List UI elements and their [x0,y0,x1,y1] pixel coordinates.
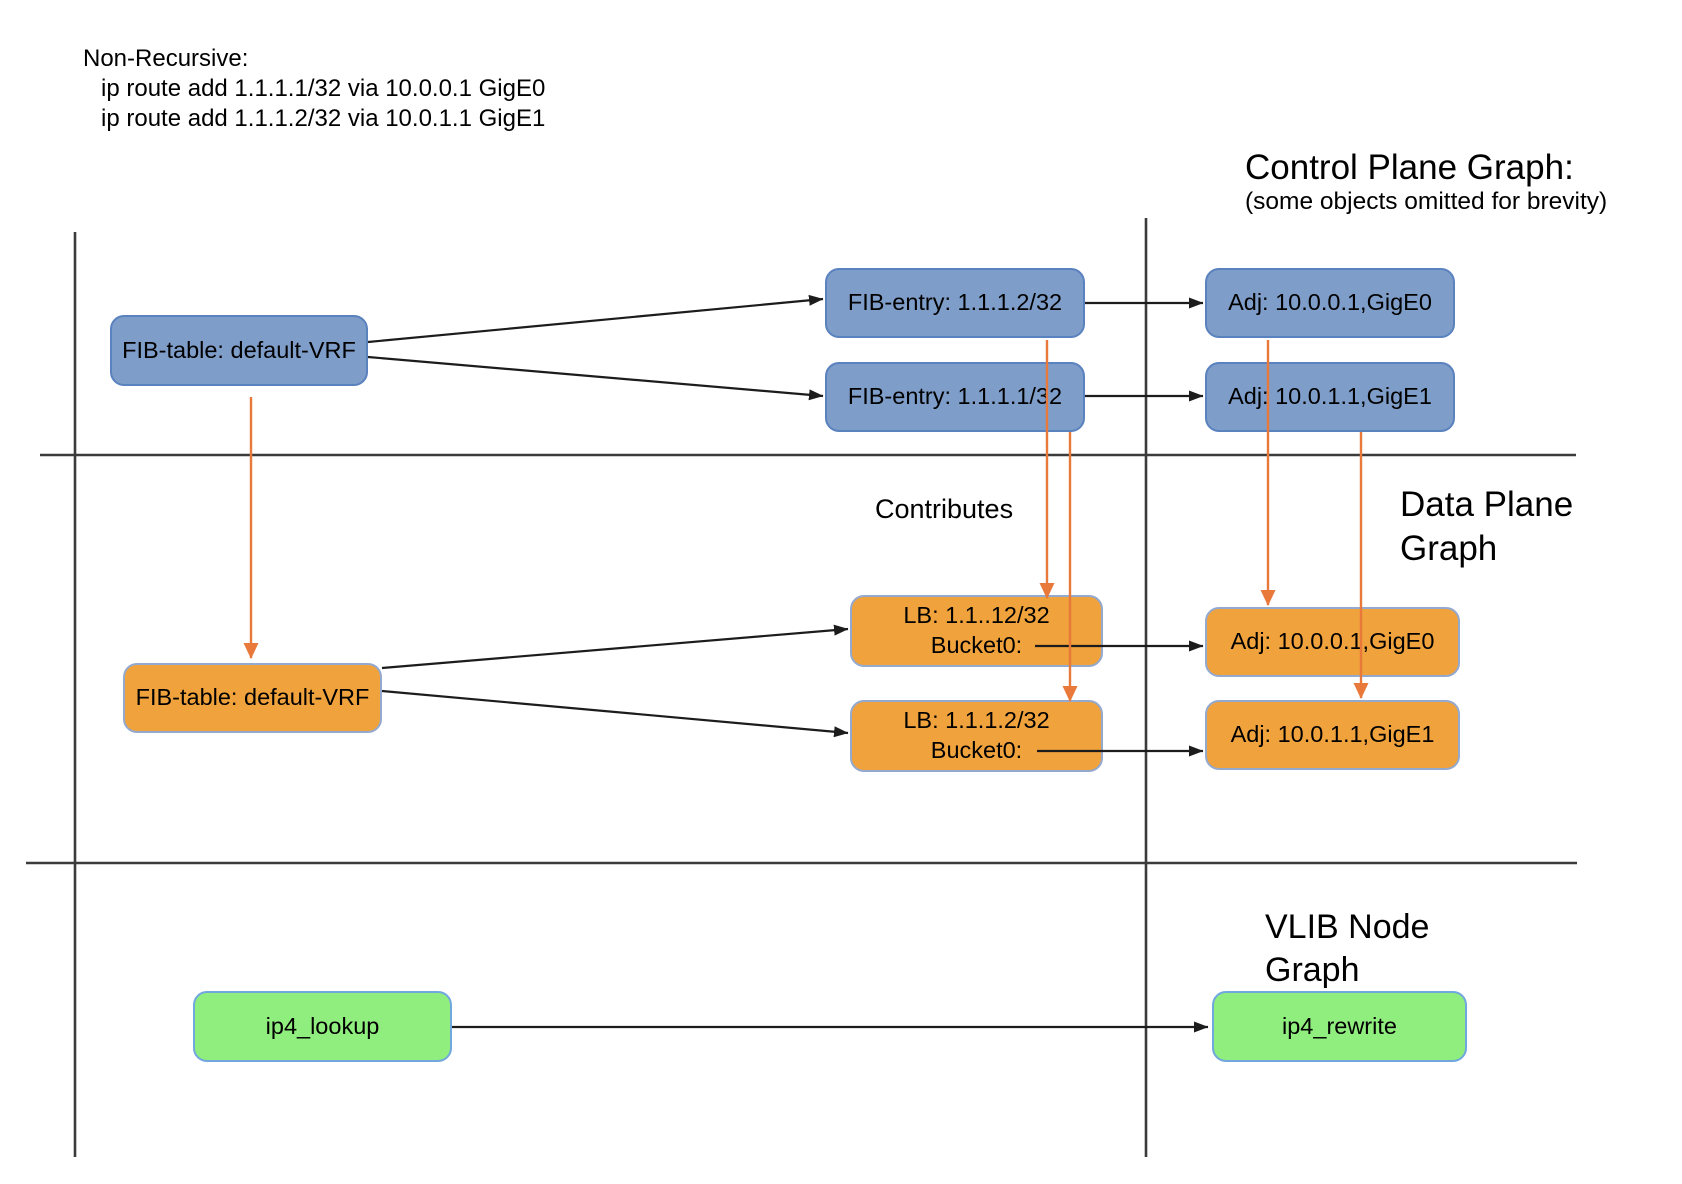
cp-adj-gige0-label: Adj: 10.0.0.1,GigE0 [1228,289,1432,316]
dp-lb-1-node: LB: 1.1..12/32 Bucket0: [850,595,1103,667]
control-plane-title: Control Plane Graph: [1245,148,1574,187]
dp-lb-1-line-1: LB: 1.1..12/32 [903,602,1050,629]
non-recursive-note: Non-Recursive: ip route add 1.1.1.1/32 v… [83,44,545,134]
vlib-ip4-rewrite-label: ip4_rewrite [1282,1012,1397,1039]
dp-adj-gige1-label: Adj: 10.0.1.1,GigE1 [1230,721,1435,748]
dp-adj-gige0-node: Adj: 10.0.0.1,GigE0 [1205,607,1460,677]
dp-lb-2-node: LB: 1.1.1.2/32 Bucket0: [850,700,1103,772]
vlib-title-line-2: Graph [1265,951,1360,989]
vlib-ip4-rewrite-node: ip4_rewrite [1212,991,1467,1062]
vlib-ip4-lookup-node: ip4_lookup [193,991,452,1062]
cp-fib-entry-2-node: FIB-entry: 1.1.1.2/32 [825,268,1085,338]
dp-lb-2-line-2: Bucket0: [930,737,1023,763]
cp-fib-entry-2-label: FIB-entry: 1.1.1.2/32 [847,289,1063,316]
data-plane-title-line-1: Data Plane [1400,485,1574,524]
cp-adj-gige1-node: Adj: 10.0.1.1,GigE1 [1205,362,1455,432]
data-plane-title-line-2: Graph [1400,529,1498,568]
control-plane-title-block: Control Plane Graph: (some objects omitt… [1245,148,1607,216]
arrow-cp-fibtable-to-fibentry2 [367,294,824,344]
arrow-dp-fibtable-to-lb2 [381,689,849,738]
vlib-ip4-lookup-label: ip4_lookup [265,1012,380,1039]
cp-fib-entry-1-label: FIB-entry: 1.1.1.1/32 [847,383,1063,410]
contributes-label: Contributes [875,494,1014,524]
cp-fib-entry-1-node: FIB-entry: 1.1.1.1/32 [825,362,1085,432]
data-plane-title-block: Data Plane Graph [1400,483,1573,571]
arrow-dp-fibtable-to-lb1 [381,624,849,670]
cp-fib-table-label: FIB-table: default-VRF [122,336,356,363]
route-command-2: ip route add 1.1.1.2/32 via 10.0.1.1 Gig… [101,105,546,132]
arrow-cp-fibtable-to-fibentry1 [367,355,824,401]
cp-fib-table-node: FIB-table: default-VRF [110,315,368,386]
dp-adj-gige1-node: Adj: 10.0.1.1,GigE1 [1205,700,1460,770]
cp-adj-gige1-label: Adj: 10.0.1.1,GigE1 [1228,383,1432,410]
dp-fib-table-node: FIB-table: default-VRF [123,663,382,733]
route-command-1: ip route add 1.1.1.1/32 via 10.0.0.1 Gig… [101,75,546,102]
note-title: Non-Recursive: [83,45,249,72]
dp-lb-2-line-1: LB: 1.1.1.2/32 [903,707,1050,734]
cp-adj-gige0-node: Adj: 10.0.0.1,GigE0 [1205,268,1455,338]
vlib-title-line-1: VLIB Node [1265,908,1430,946]
dp-adj-gige0-label: Adj: 10.0.0.1,GigE0 [1230,628,1435,655]
vlib-title-block: VLIB Node Graph [1265,906,1429,992]
dp-fib-table-label: FIB-table: default-VRF [135,684,370,711]
dp-lb-1-line-2: Bucket0: [930,632,1023,658]
control-plane-subtitle: (some objects omitted for brevity) [1245,188,1608,215]
